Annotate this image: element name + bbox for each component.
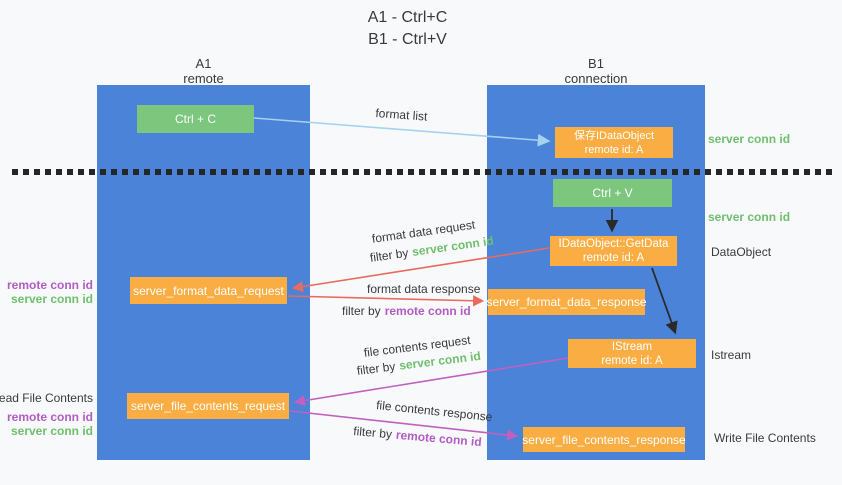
node-istream-line-1: IStream — [611, 340, 653, 353]
lifeline-a1-name: A1 — [195, 56, 212, 71]
node-ctrl-c-label: Ctrl + C — [174, 112, 216, 126]
node-idataobject-getdata: IDataObject::GetData remote id: A — [550, 236, 677, 266]
node-istream-line-2: remote id: A — [601, 354, 663, 367]
lifeline-a1-role: remote — [183, 71, 224, 86]
lifeline-header-b1: B1 connection — [487, 56, 705, 86]
side-label-server-conn-id-file: server conn id — [10, 424, 93, 438]
node-fmt-resp-label: server_format_data_response — [486, 295, 647, 309]
remote-conn-id-text: remote conn id — [395, 427, 483, 450]
diagram-title: A1 - Ctrl+C B1 - Ctrl+V — [0, 7, 815, 51]
node-ctrl-v-label: Ctrl + V — [592, 186, 633, 200]
node-getdata-line-1: IDataObject::GetData — [558, 238, 669, 250]
node-ctrl-c: Ctrl + C — [137, 105, 254, 133]
filter-by-text: filter by — [352, 424, 393, 442]
label-file-contents-response: file contents response — [375, 398, 494, 425]
side-label-remote-conn-id-file: remote conn id — [6, 410, 93, 424]
lifeline-header-a1: A1 remote — [97, 56, 310, 86]
node-ctrl-v: Ctrl + V — [553, 179, 672, 207]
node-server-file-contents-response: server_file_contents_response — [522, 427, 686, 452]
side-label-server-conn-id-top: server conn id — [708, 132, 791, 146]
node-server-format-data-request: server_format_data_request — [130, 277, 287, 304]
side-label-server-conn-id-mid: server conn id — [708, 210, 791, 224]
arrow-format-data-response — [287, 295, 485, 307]
node-getdata-line-2: remote id: A — [582, 252, 645, 264]
side-label-write-file-contents: Write File Contents — [714, 431, 816, 445]
node-server-format-data-response: server_format_data_response — [486, 289, 647, 315]
node-istream: IStream remote id: A — [568, 339, 696, 368]
title-line-1: A1 - Ctrl+C — [367, 9, 448, 26]
side-label-read-file-contents: Read File Contents — [0, 391, 93, 405]
node-file-resp-label: server_file_contents_response — [522, 432, 686, 447]
side-label-remote-conn-id-format: remote conn id — [6, 278, 93, 292]
remote-conn-id-text: remote conn id — [384, 304, 471, 318]
lifeline-b1-name: B1 — [588, 56, 604, 71]
label-format-data-response: format data response — [367, 282, 481, 296]
filter-by-text: filter by — [356, 359, 397, 378]
filter-by-text: filter by — [369, 245, 410, 265]
session-divider-dotted-line — [12, 169, 832, 175]
filter-by-text: filter by — [342, 304, 381, 318]
node-save-idataobject: 保存IDataObject remote id: A — [555, 127, 673, 158]
label-format-list: format list — [375, 106, 428, 124]
node-save-line-1: 保存IDataObject — [573, 129, 655, 142]
node-fmt-req-label: server_format_data_request — [133, 283, 284, 298]
lifeline-b1-role: connection — [564, 71, 628, 86]
node-file-req-label: server_file_contents_request — [130, 399, 286, 413]
side-label-istream: Istream — [711, 348, 752, 362]
side-label-server-conn-id-format: server conn id — [10, 292, 93, 306]
node-save-line-2: remote id: A — [584, 143, 644, 156]
title-line-2: B1 - Ctrl+V — [368, 31, 447, 48]
node-server-file-contents-request: server_file_contents_request — [127, 393, 289, 419]
side-label-dataobject: DataObject — [711, 245, 772, 259]
